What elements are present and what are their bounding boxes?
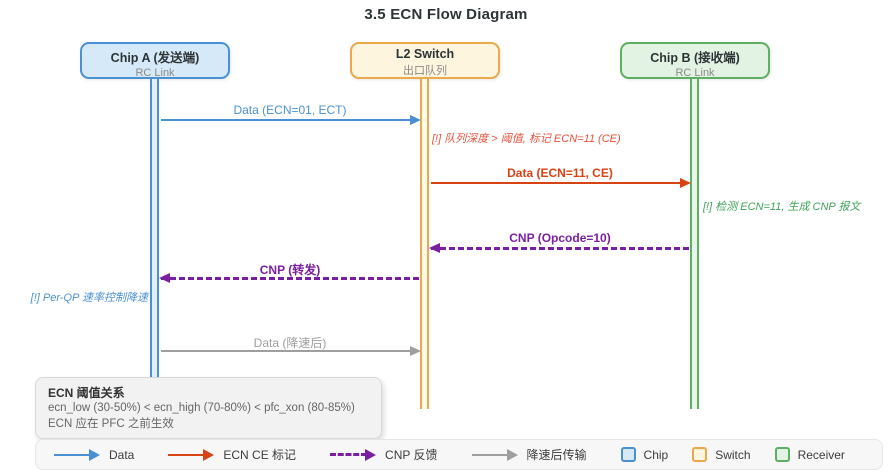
blue-arrow-icon bbox=[54, 448, 100, 461]
actor-l2-switch: L2 Switch 出口队列 bbox=[350, 42, 500, 79]
purple-dashed-arrow-icon bbox=[330, 448, 377, 461]
legend-item-slowed: 降速后传输 bbox=[471, 446, 587, 463]
message-cnp-forward: CNP (转发) bbox=[159, 261, 420, 285]
message-data-ce: Data (ECN=11, CE) bbox=[430, 166, 691, 190]
legend-item-switch: Switch bbox=[692, 447, 751, 462]
annotation-detect-cnp: [!] 检测 ECN=11, 生成 CNP 报文 bbox=[703, 201, 861, 213]
legend-label: 降速后传输 bbox=[526, 448, 587, 462]
note-title: ECN 阈值关系 bbox=[48, 386, 125, 400]
actor-title: Chip B (接收端) bbox=[650, 51, 740, 65]
page-title: 3.5 ECN Flow Diagram bbox=[364, 6, 528, 23]
lifeline-l2-switch bbox=[420, 79, 429, 409]
actor-subtitle: RC Link bbox=[135, 67, 175, 79]
message-data-ect: Data (ECN=01, ECT) bbox=[160, 103, 421, 127]
message-label: Data (降速后) bbox=[253, 336, 327, 350]
legend-label: Data bbox=[109, 447, 135, 462]
message-line bbox=[431, 182, 689, 184]
receiver-swatch-icon bbox=[774, 447, 790, 462]
actor-chip-a: Chip A (发送端) RC Link bbox=[80, 42, 230, 79]
lifeline-chip-b bbox=[690, 79, 699, 409]
legend-item-chip: Chip bbox=[620, 447, 669, 462]
gray-arrow-icon bbox=[471, 448, 518, 461]
note-line-formula: ecn_low (30-50%) < ecn_high (70-80%) < p… bbox=[48, 402, 355, 414]
arrowhead-left-icon bbox=[159, 272, 170, 283]
legend-label: Switch bbox=[715, 447, 751, 462]
message-line bbox=[431, 247, 689, 250]
message-label: Data (ECN=11, CE) bbox=[507, 166, 613, 180]
actor-subtitle: 出口队列 bbox=[403, 65, 447, 77]
actor-title: Chip A (发送端) bbox=[110, 51, 200, 65]
actor-title: L2 Switch bbox=[395, 47, 455, 61]
message-cnp-opcode: CNP (Opcode=10) bbox=[429, 231, 690, 255]
legend-item-cnp: CNP 反馈 bbox=[330, 446, 438, 463]
legend-label: Receiver bbox=[797, 447, 845, 462]
actor-chip-b: Chip B (接收端) RC Link bbox=[620, 42, 770, 79]
message-label: Data (ECN=01, ECT) bbox=[233, 103, 347, 117]
note-line-effect: ECN 应在 PFC 之前生效 bbox=[48, 418, 174, 430]
arrowhead-left-icon bbox=[429, 242, 440, 253]
legend-label: CNP 反馈 bbox=[385, 448, 438, 462]
annotation-rate-control: [!] Per-QP 速率控制降速 bbox=[30, 292, 148, 304]
switch-swatch-icon bbox=[692, 447, 708, 462]
message-line bbox=[161, 350, 419, 352]
legend-item-ecn-ce: ECN CE 标记 bbox=[168, 446, 296, 463]
chip-swatch-icon bbox=[620, 447, 636, 462]
arrowhead-right-icon bbox=[410, 114, 421, 125]
legend-item-receiver: Receiver bbox=[774, 447, 845, 462]
annotation-queue-threshold: [!] 队列深度 > 阈值, 标记 ECN=11 (CE) bbox=[432, 133, 621, 145]
note-box: ECN 阈值关系 ecn_low (30-50%) < ecn_high (70… bbox=[35, 377, 382, 439]
red-arrow-icon bbox=[168, 448, 215, 461]
legend-label: ECN CE 标记 bbox=[223, 448, 297, 462]
arrowhead-right-icon bbox=[410, 345, 421, 356]
arrowhead-right-icon bbox=[680, 177, 691, 188]
actor-subtitle: RC Link bbox=[675, 67, 715, 79]
legend-item-data: Data bbox=[54, 448, 134, 462]
message-line bbox=[161, 119, 419, 121]
lifeline-chip-a bbox=[150, 79, 159, 378]
message-line bbox=[161, 277, 419, 280]
message-label: CNP (转发) bbox=[259, 263, 321, 277]
message-label: CNP (Opcode=10) bbox=[509, 231, 611, 245]
message-data-slowed: Data (降速后) bbox=[160, 334, 421, 358]
legend-bar: Data ECN CE 标记 CNP 反馈 降速后传输 Chip Switch … bbox=[35, 439, 883, 470]
legend-label: Chip bbox=[643, 447, 669, 462]
